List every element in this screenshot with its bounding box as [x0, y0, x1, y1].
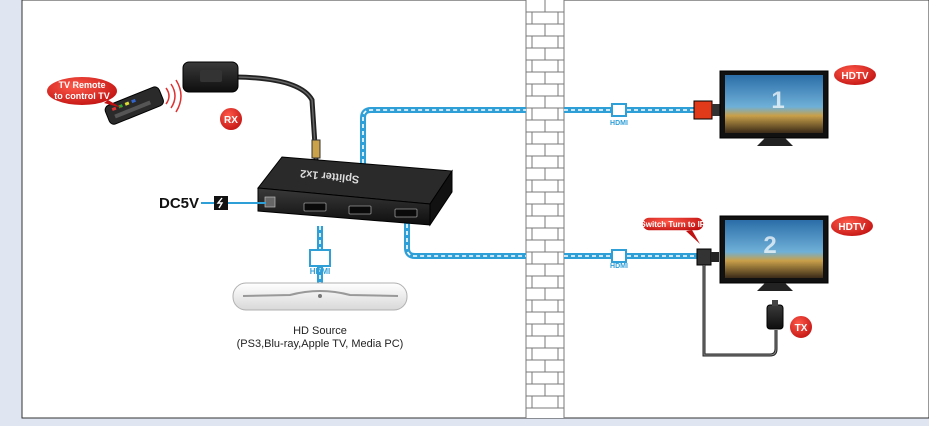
tv-remote-icon — [104, 86, 164, 125]
hdtv-badge-bottom: HDTV — [829, 214, 875, 238]
hdmi-connector-bottom: HDMI — [610, 249, 628, 270]
tv-remote-line1: TV Remote — [58, 80, 105, 90]
tx-label: TX — [795, 323, 808, 334]
rx-label: RX — [224, 115, 238, 126]
hdtv-2: 2 — [696, 215, 829, 291]
tx-badge: TX — [788, 314, 814, 340]
brick-wall — [525, 0, 565, 418]
hdmi-top-label: HDMI — [610, 120, 628, 127]
hdmi-bottom-label: HDMI — [610, 263, 628, 270]
dc5v-power: DC5V — [159, 195, 266, 212]
tv1-number: 1 — [771, 87, 784, 114]
hd-source-player — [232, 282, 408, 311]
hdmi-cables — [317, 107, 700, 290]
tv-remote-line2: to control TV — [54, 91, 110, 101]
hdtv-1: 1 — [693, 70, 829, 146]
hdmi-connector-top: HDMI — [610, 103, 628, 127]
canvas-background — [21, 0, 929, 419]
switch-ir-label: Switch Turn to IR — [640, 220, 705, 229]
hdtv-top-label: HDTV — [841, 71, 869, 82]
rx-receiver — [182, 61, 321, 161]
hdtv-bottom-label: HDTV — [838, 222, 866, 233]
hdmi-connector-source: HDMI — [309, 249, 331, 276]
switch-ir-badge: Switch Turn to IR — [640, 216, 706, 244]
hd-source-devices: (PS3,Blu-ray,Apple TV, Media PC) — [237, 338, 404, 350]
hd-source-title: HD Source — [293, 325, 347, 337]
rx-badge: RX — [218, 106, 244, 132]
splitter-device: Splitter 1x2 — [257, 156, 453, 227]
hdmi-source-label: HDMI — [310, 267, 330, 276]
dc5v-label: DC5V — [159, 195, 199, 212]
hdtv-badge-top: HDTV — [832, 63, 878, 87]
tx-transmitter — [702, 265, 784, 357]
tv2-number: 2 — [763, 232, 776, 259]
tv-remote-badge: TV Remote to control TV — [45, 75, 122, 108]
ir-signal-icon — [165, 79, 182, 113]
